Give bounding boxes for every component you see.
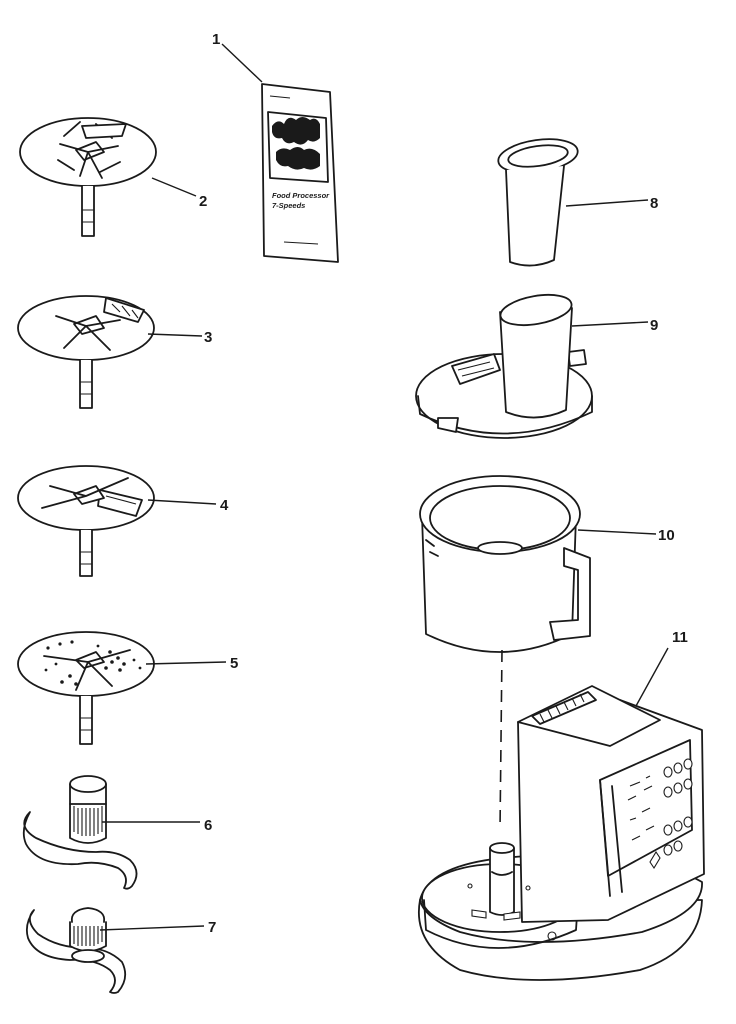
booklet-title-line2: 7-Speeds	[272, 201, 305, 210]
label-11: 11	[672, 629, 688, 646]
bowl-cover	[415, 293, 593, 439]
dough-blade	[25, 907, 127, 994]
leader-8	[565, 199, 649, 207]
work-bowl	[419, 475, 591, 653]
leader-11	[635, 647, 669, 707]
label-3: 3	[204, 329, 212, 346]
label-6: 6	[204, 817, 212, 834]
booklet-title-line1: Food Processor	[272, 191, 330, 200]
chopping-blade	[22, 775, 138, 890]
instruction-booklet: Food Processor 7-Speeds	[261, 83, 339, 263]
leader-1	[221, 43, 263, 83]
label-5: 5	[230, 655, 238, 672]
shredding-disc	[17, 631, 155, 745]
slicing-disc-thin	[17, 295, 155, 409]
food-pusher	[497, 138, 579, 267]
leader-7	[99, 925, 205, 931]
leader-10	[577, 529, 657, 535]
label-4: 4	[220, 497, 229, 514]
label-7: 7	[208, 919, 216, 936]
label-8: 8	[650, 195, 658, 212]
label-10: 10	[658, 527, 675, 544]
leader-3	[147, 333, 203, 337]
label-9: 9	[650, 317, 658, 334]
assembly-axis	[499, 649, 503, 831]
label-1: 1	[212, 31, 220, 48]
leader-4	[147, 499, 217, 505]
slicing-disc-thick	[19, 117, 157, 237]
leader-2	[151, 177, 197, 197]
label-2: 2	[199, 193, 207, 210]
leader-9	[571, 321, 649, 327]
slicing-disc-slot	[17, 465, 155, 577]
leader-5	[145, 661, 227, 665]
motor-base	[418, 685, 705, 981]
